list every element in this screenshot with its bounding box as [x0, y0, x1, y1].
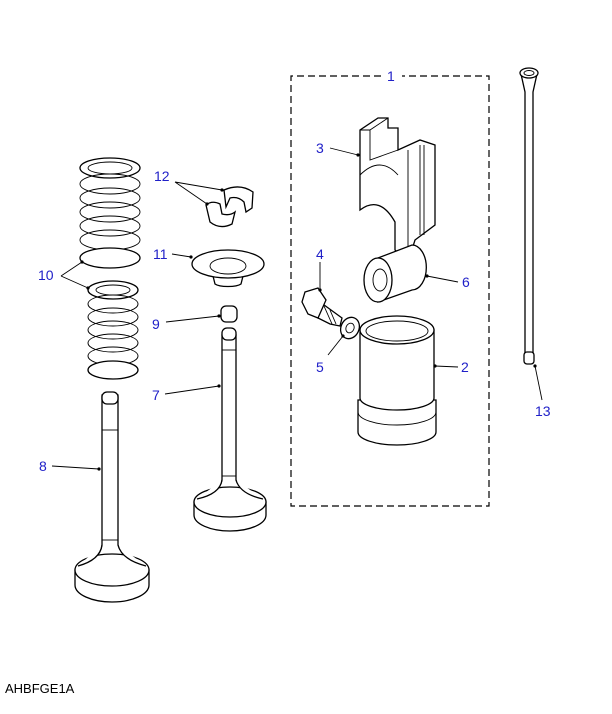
- part-12-collets: [205, 186, 254, 228]
- callout-9: 9: [152, 316, 160, 332]
- callout-12: 12: [154, 168, 170, 184]
- callout-leaders: [51, 147, 543, 471]
- callout-1: 1: [387, 68, 395, 84]
- kit-boundary: [290, 75, 490, 507]
- part-3-yoke: [359, 117, 436, 264]
- part-9-lash-cap: [220, 305, 238, 323]
- part-4-bolt: [301, 287, 343, 327]
- illustration-code: AHBFGE1A: [5, 681, 75, 696]
- part-10-outer-spring: [79, 157, 141, 269]
- callout-11: 11: [153, 246, 168, 262]
- callout-4: 4: [316, 246, 324, 262]
- part-6-roller: [363, 244, 427, 303]
- callout-2: 2: [461, 359, 469, 375]
- part-10-inner-spring: [87, 280, 139, 380]
- callout-7: 7: [152, 387, 160, 403]
- callout-13: 13: [535, 403, 551, 419]
- part-5-washer: [339, 316, 361, 340]
- part-2-tappet: [357, 315, 437, 446]
- part-7-valve: [193, 327, 267, 532]
- part-8-valve: [74, 391, 150, 603]
- callout-6: 6: [462, 274, 470, 290]
- callout-10: 10: [38, 267, 54, 283]
- part-11-spring-retainer: [191, 249, 265, 288]
- callout-8: 8: [39, 458, 47, 474]
- part-13-pushrod: [519, 67, 539, 365]
- callout-3: 3: [316, 140, 324, 156]
- callout-5: 5: [316, 359, 324, 375]
